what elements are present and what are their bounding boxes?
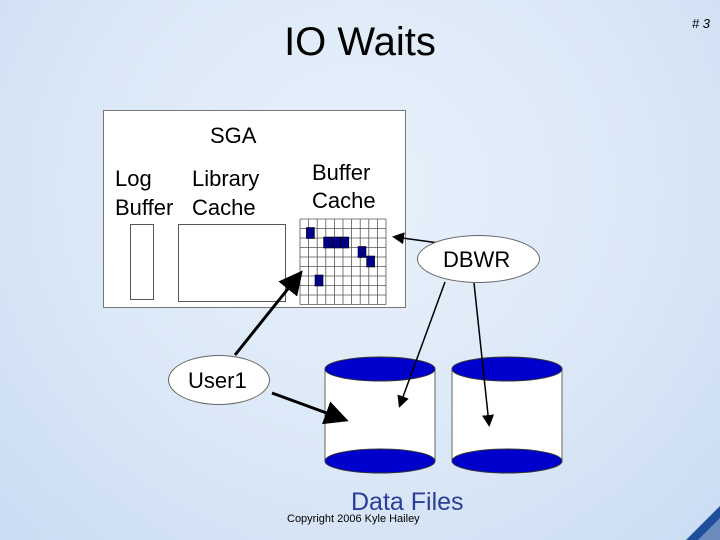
buffer-block-3	[331, 236, 341, 249]
buffer-block-2	[323, 236, 332, 249]
buffer-block-7	[314, 274, 324, 287]
data-files-label: Data Files	[351, 488, 464, 516]
library-cache-label-line2: Cache	[192, 195, 256, 220]
buffer-cache-grid	[299, 218, 387, 305]
library-cache-box	[178, 224, 286, 302]
sga-label: SGA	[210, 123, 257, 148]
log-buffer-label-line1: Log	[115, 166, 152, 191]
arrow-dbwr-to-data-file-2	[473, 282, 495, 427]
buffer-block-5	[357, 246, 367, 258]
buffer-block-1	[306, 227, 315, 239]
user1-process	[168, 355, 270, 405]
corner-highlight	[698, 518, 720, 540]
log-buffer-label-line2: Buffer	[115, 195, 174, 220]
buffer-cache-label-line1: Buffer	[312, 160, 371, 185]
arrow-dbwr-to-data-file-1	[397, 281, 446, 408]
arrow-user1-to-buffer-cache	[233, 270, 303, 356]
dbwr-label: DBWR	[443, 247, 511, 272]
log-buffer-box	[130, 224, 154, 300]
data-file-cylinder-2	[451, 356, 563, 474]
library-cache-label-line1: Library	[192, 166, 260, 191]
buffer-cache-label-line2: Cache	[312, 188, 376, 213]
slide-title: IO Waits	[284, 20, 436, 64]
user1-label: User1	[188, 368, 247, 393]
corner-decoration	[686, 506, 720, 540]
arrow-user1-to-data-files	[271, 391, 349, 425]
copyright-text: Copyright 2006 Kyle Hailey	[287, 513, 420, 525]
buffer-block-6	[366, 255, 375, 268]
dbwr-process	[417, 235, 540, 283]
data-file-cylinder-1	[324, 356, 436, 474]
slide-number: # 3	[691, 16, 710, 31]
buffer-block-4	[340, 236, 350, 249]
